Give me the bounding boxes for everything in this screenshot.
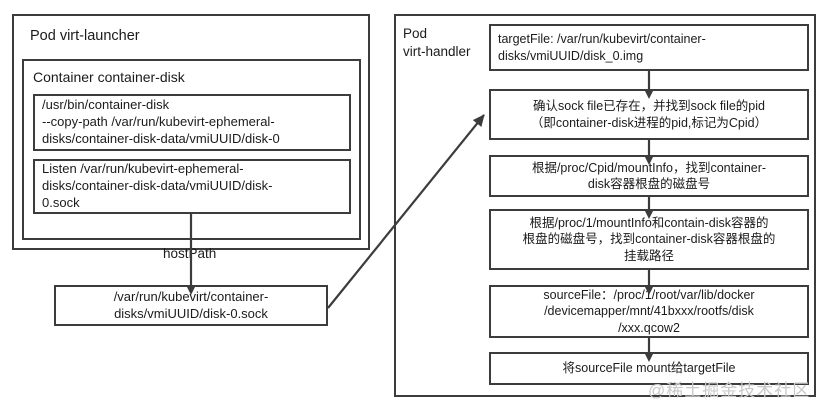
find-mount-path-box: 根据/proc/1/mountInfo和contain-disk容器的 根盘的磁… (489, 209, 809, 270)
listen-socket-box: Listen /var/run/kubevirt-ephemeral- disk… (33, 159, 351, 214)
copy-path-command-box: /usr/bin/container-disk --copy-path /var… (33, 94, 351, 151)
pod-virt-launcher-label: Pod virt-launcher (30, 28, 140, 44)
host-sock-path-text: /var/run/kubevirt/container- disks/vmiUU… (113, 288, 269, 321)
pod-virt-handler-panel (394, 14, 816, 397)
copy-path-command-text: /usr/bin/container-disk --copy-path /var… (42, 97, 280, 146)
pod-virt-handler-label: Pod virt-handler (403, 26, 471, 59)
verify-sock-file-box: 确认sock file已存在，并找到sock file的pid （即contai… (489, 89, 809, 140)
source-file-text: sourceFile：/proc/1/root/var/lib/docker /… (543, 288, 755, 335)
watermark-text: @稀土掘金技术社区 (648, 381, 811, 400)
verify-sock-file-text: 确认sock file已存在，并找到sock file的pid （即contai… (530, 99, 768, 130)
container-container-disk-label: Container container-disk (33, 69, 185, 85)
find-mount-path-text: 根据/proc/1/mountInfo和contain-disk容器的 根盘的磁… (522, 216, 776, 263)
target-file-text: targetFile: /var/run/kubevirt/container-… (498, 32, 706, 63)
listen-socket-text: Listen /var/run/kubevirt-ephemeral- disk… (42, 161, 273, 210)
find-disk-number-box: 根据/proc/Cpid/mountInfo，找到container- disk… (489, 155, 809, 197)
mount-source-to-target-text: 将sourceFile mount给targetFile (562, 361, 736, 376)
find-disk-number-text: 根据/proc/Cpid/mountInfo，找到container- disk… (531, 160, 767, 191)
hostpath-edge-label: hostPath (163, 246, 217, 261)
target-file-box: targetFile: /var/run/kubevirt/container-… (489, 24, 809, 71)
source-file-box: sourceFile：/proc/1/root/var/lib/docker /… (489, 285, 809, 338)
host-sock-path-box: /var/run/kubevirt/container- disks/vmiUU… (54, 285, 328, 326)
